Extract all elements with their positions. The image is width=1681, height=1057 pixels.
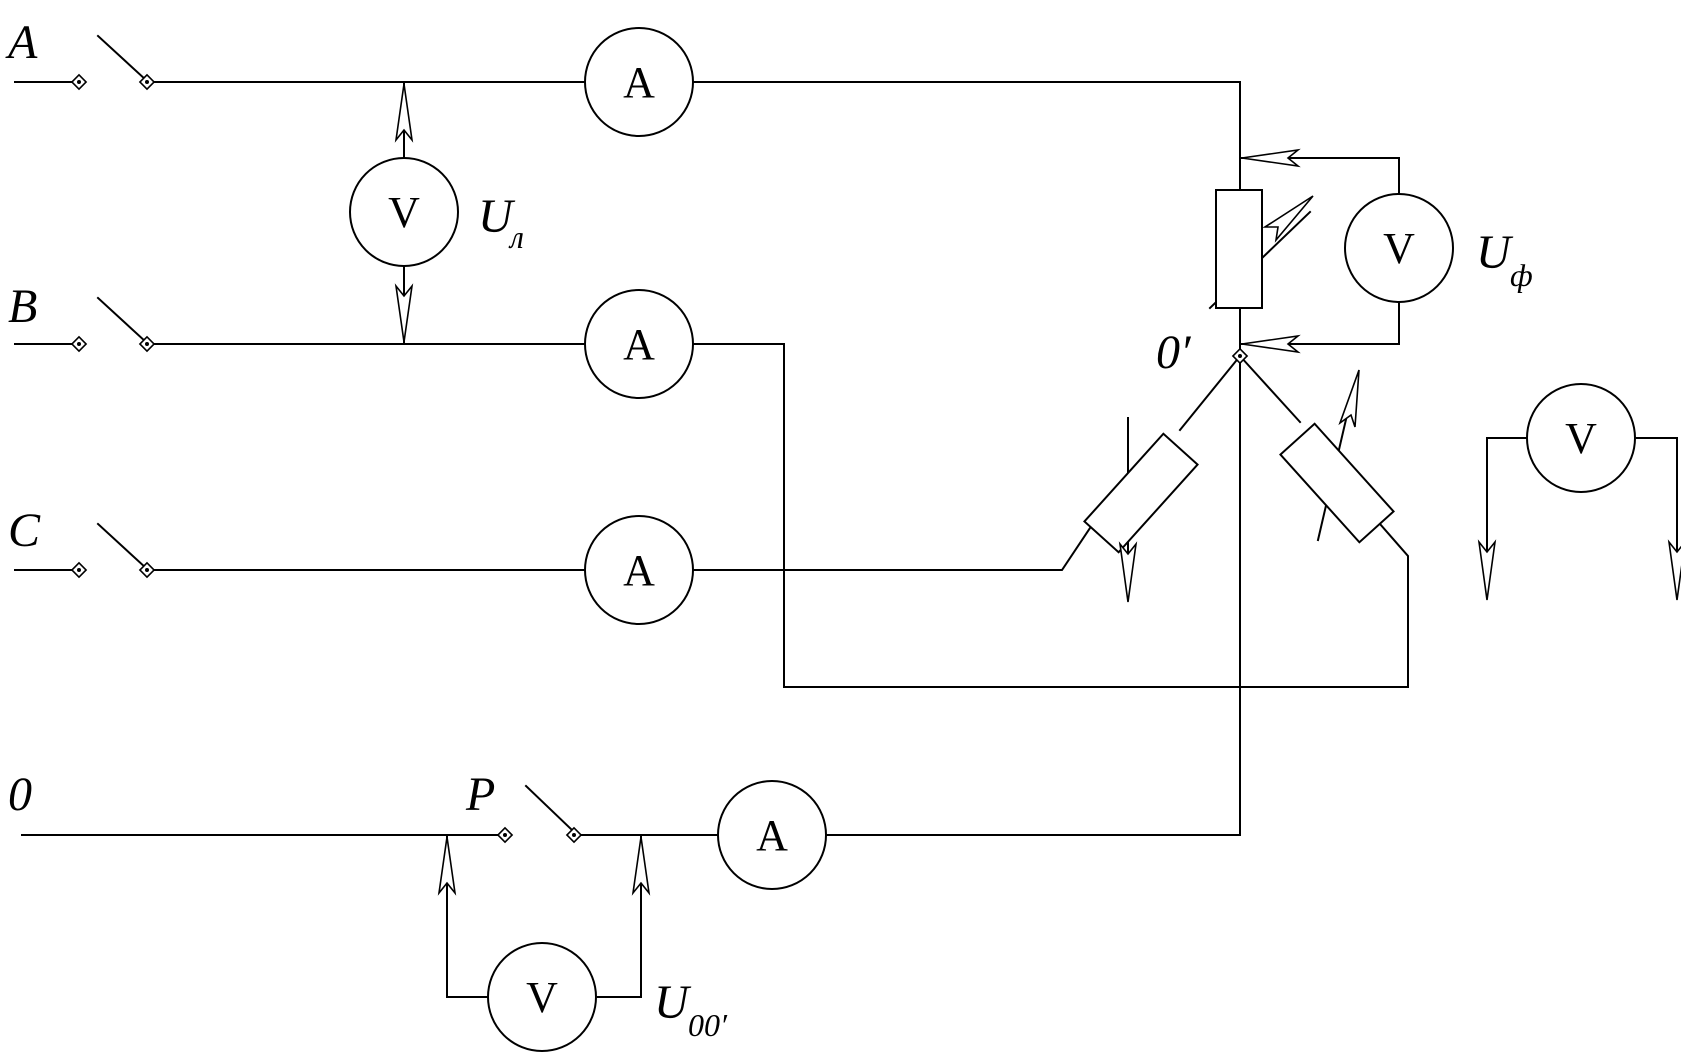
voltmeter-neutral: V <box>487 942 597 1052</box>
meter-symbol: A <box>756 811 788 860</box>
label-neutral-voltage: U 00′ <box>654 976 728 1043</box>
switch-a <box>70 34 156 91</box>
star-point-node <box>1231 347 1249 365</box>
arrow-phase-c <box>1118 541 1138 603</box>
wire-spare-left <box>1486 437 1527 561</box>
load-resistors <box>1083 189 1395 554</box>
resistor-phase-b <box>1279 422 1395 544</box>
label-phase-voltage-main: U <box>1476 226 1514 279</box>
meter-symbol: A <box>623 546 655 595</box>
arrow-ul-up <box>394 83 414 143</box>
voltmeter-phase: V <box>1344 193 1454 303</box>
label-line-voltage-main: U <box>478 190 516 243</box>
terminal <box>70 335 88 353</box>
wire-c-load <box>692 523 1094 571</box>
switches <box>70 34 1249 844</box>
voltmeter-spare: V <box>1526 383 1636 493</box>
meter-symbol: V <box>1383 224 1415 273</box>
ammeter-a: A <box>584 27 694 137</box>
labels: A B C 0 P 0′ U л U ф U 00′ <box>5 16 1533 1043</box>
resistor-phase-a <box>1215 189 1263 309</box>
arrowheads <box>394 83 1681 896</box>
label-line-b: B <box>8 280 37 333</box>
switch-p <box>496 784 583 844</box>
voltmeter-line: V <box>349 157 459 267</box>
label-neutral-voltage-sub: 00′ <box>688 1007 728 1043</box>
terminal <box>138 561 156 579</box>
label-phase-voltage: U ф <box>1476 226 1533 293</box>
arrow-u00-left <box>437 836 457 896</box>
meter-symbol: A <box>623 320 655 369</box>
wire-star-to-b <box>1238 354 1302 424</box>
ammeter-neutral: A <box>717 780 827 890</box>
label-line-a: A <box>5 16 38 69</box>
terminal <box>496 826 514 844</box>
terminal <box>70 561 88 579</box>
arrow-ul-down <box>394 283 414 343</box>
arrow-spare-left <box>1477 539 1497 601</box>
arrow-uf-bottom <box>1241 334 1301 354</box>
arrow-spare-right <box>1667 539 1681 601</box>
meter-symbol: V <box>388 188 420 237</box>
terminal <box>138 73 156 91</box>
label-line-voltage-sub: л <box>508 219 524 255</box>
terminal <box>70 73 88 91</box>
terminal <box>565 826 583 844</box>
wire-u00-left <box>446 834 488 998</box>
ammeter-b: A <box>584 289 694 399</box>
arrow-phase-b <box>1338 369 1360 428</box>
label-switch-p: P <box>465 768 495 821</box>
wire-spare-right <box>1636 437 1678 561</box>
wire-uf-top <box>1239 157 1400 197</box>
resistor-phase-c <box>1083 432 1199 554</box>
switch-b <box>70 296 156 353</box>
wire-uf-bottom <box>1239 299 1400 345</box>
label-line-c: C <box>8 504 41 557</box>
meter-symbol: V <box>1565 414 1597 463</box>
ammeter-c: A <box>584 515 694 625</box>
label-neutral-voltage-main: U <box>654 976 692 1029</box>
arrow-phase-a <box>1262 195 1314 243</box>
wire-a-load <box>692 81 1241 191</box>
arrow-u00-right <box>631 836 651 896</box>
wire-u00-right <box>597 834 642 998</box>
terminal <box>138 335 156 353</box>
label-line-voltage: U л <box>478 190 524 255</box>
wire-neutral-to-star <box>825 355 1241 836</box>
meter-symbol: V <box>526 973 558 1022</box>
meter-symbol: A <box>623 58 655 107</box>
wire-star-to-c <box>1178 354 1242 432</box>
label-neutral: 0 <box>8 768 32 821</box>
label-phase-voltage-sub: ф <box>1510 257 1533 293</box>
switch-c <box>70 522 156 579</box>
label-star-point: 0′ <box>1156 326 1192 379</box>
arrow-uf-top <box>1241 148 1301 168</box>
wire-b-load <box>692 343 1409 688</box>
